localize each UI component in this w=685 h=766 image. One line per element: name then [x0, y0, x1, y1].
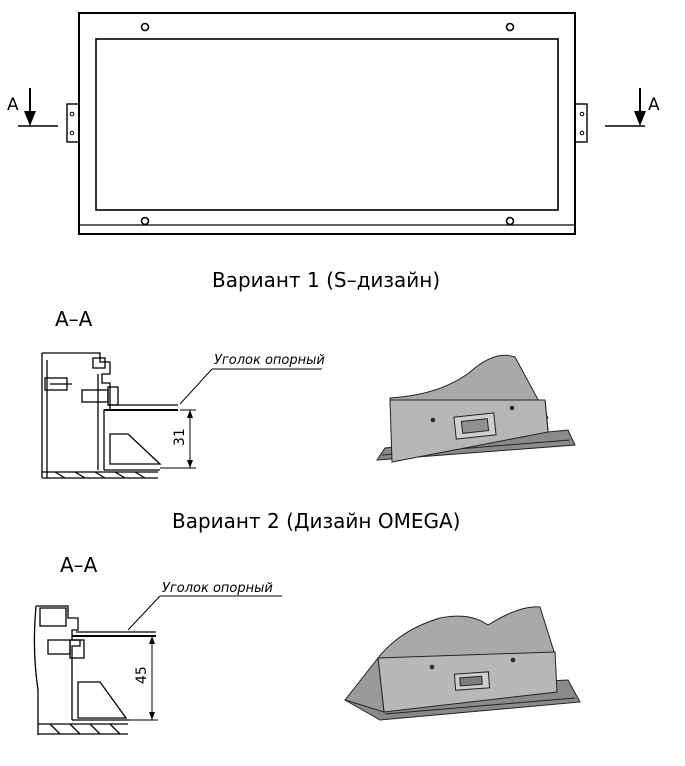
section-arrow-left-head	[24, 111, 36, 126]
dim-arrow	[149, 712, 155, 720]
section-view-1	[41, 352, 178, 479]
dim-arrow	[149, 636, 155, 644]
bracket-hole	[69, 111, 75, 117]
left-bracket	[66, 103, 80, 143]
section-marker-right: A	[648, 95, 660, 115]
bracket-hole	[69, 130, 75, 136]
variant-2-leader-label: Уголок опорный	[162, 581, 273, 596]
variant-2-height-dim: 45	[134, 666, 150, 684]
bracket-hole	[579, 130, 585, 136]
mount-hole	[140, 22, 150, 32]
frame-outer	[78, 12, 576, 235]
variant-1-leader-label: Уголок опорный	[214, 353, 325, 368]
frame-inner-window	[95, 38, 559, 211]
section-arrow-right-head	[634, 111, 646, 126]
variant-1-caption: Вариант 1 (S–дизайн)	[212, 268, 440, 292]
section-view-2	[33, 605, 156, 735]
mount-hole	[505, 22, 515, 32]
variant-1-height-dim: 31	[172, 428, 188, 446]
variant-2-caption: Вариант 2 (Дизайн OMEGA)	[172, 509, 460, 533]
front-view	[18, 12, 645, 235]
section-title-1: A–A	[55, 307, 93, 331]
dimension-2	[130, 636, 158, 721]
perspective-view-1	[376, 354, 576, 463]
leader-1	[179, 368, 322, 405]
dim-arrow	[187, 410, 193, 418]
section-marker-left: A	[7, 95, 19, 115]
mount-hole	[505, 216, 515, 226]
right-bracket	[574, 103, 588, 143]
section-title-2: A–A	[60, 553, 98, 577]
bracket-hole	[579, 111, 585, 117]
perspective-view-2	[344, 606, 581, 721]
leader-2	[127, 595, 282, 631]
mount-hole	[140, 216, 150, 226]
dim-arrow	[187, 460, 193, 468]
